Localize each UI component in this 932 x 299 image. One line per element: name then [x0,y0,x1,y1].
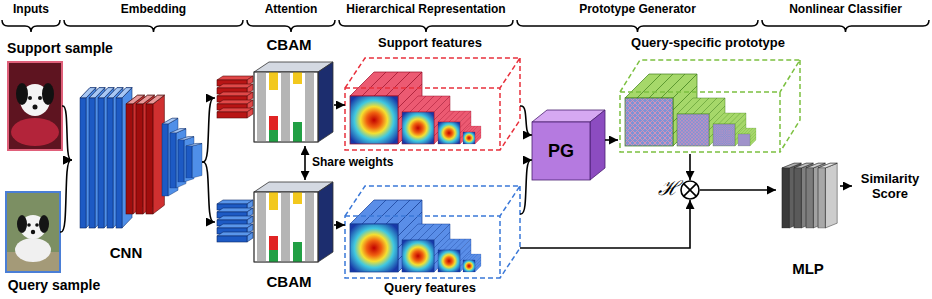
section-header: Nonlinear Classifier [789,3,902,17]
connector [520,106,532,135]
section-header: Attention [265,3,318,17]
photo-dog-nose [33,105,38,110]
mlp-layers [782,163,837,228]
brace [64,20,243,32]
node-label: CBAM [267,36,312,53]
sample-image: Support sample [8,62,62,150]
support-photo [8,62,62,150]
prototype-map [738,128,756,146]
dashed-outline [345,186,520,278]
feature-bar [217,108,253,118]
brace [339,20,513,32]
edge-label: Share weights [310,156,395,170]
photo-dog-body [15,238,51,262]
connector [60,160,72,232]
mlp-layer [818,163,837,228]
connector [334,224,345,226]
prototype-pyramid [625,74,756,146]
connector [202,162,215,222]
dashed-outline [620,60,800,152]
connectors [60,98,852,248]
feature-map [463,126,481,144]
node-label: MLP [792,260,824,277]
operator-circle: ℋ [680,180,700,200]
photo-frame [8,62,62,150]
attention-block: CBAM [215,180,334,266]
node-label: Query features [384,281,476,296]
cnn-block: CNN [72,84,202,236]
connector [700,189,776,191]
brace [762,20,929,32]
brace [517,20,758,32]
pg-cube [532,110,605,180]
node-label: CNN [110,244,143,261]
cube-front [532,122,590,180]
attention-block: CBAM [215,60,334,146]
connector [62,106,72,160]
operator-cross [684,184,697,197]
operator-circle [681,181,699,199]
dashed-outline [345,58,520,150]
node-label: PG [548,141,574,162]
brace [2,20,60,32]
photo-dog-ear [16,83,28,105]
connector [689,154,691,180]
photo-dog-eye [35,223,39,227]
node-label: Support sample [7,40,113,56]
node-label: Query sample [8,277,101,293]
brace [247,20,335,32]
photo-dog-ear [42,83,54,105]
node-label: ℋ [658,177,679,200]
section-braces [2,20,929,32]
node-label: CBAM [267,273,312,290]
connector [202,98,215,162]
cbam-block [254,182,333,262]
photo-dog-ear [39,215,49,233]
generator-box: PG [532,110,605,180]
cbam-block [254,62,333,142]
connector [520,160,532,214]
photo-frame [6,192,60,272]
prototype-pyramid: Query-specific prototype [618,58,802,154]
section-header: Embedding [121,3,186,17]
cnn-layers [80,88,202,228]
node-label: Similarity Score [852,172,928,202]
operator-symbol [680,180,700,200]
cnn-layer [186,143,202,178]
mlp-block: MLP [776,156,840,230]
section-header: Hierarchical Representation [346,3,505,17]
query-pyramid [350,200,481,272]
node-label: Support features [378,36,482,51]
query-photo [6,192,60,272]
cube-side [590,110,605,180]
photo-dog-eye [27,223,31,227]
node-label: Query-specific prototype [631,36,785,51]
cnn-layer [146,95,164,214]
section-header: Prototype Generator [579,3,696,17]
connector [304,146,306,180]
connector [605,139,618,141]
feature-pyramid: Support features [345,56,520,152]
connector [334,104,345,106]
photo-cloth [11,118,59,146]
photo-dog-eye [38,96,42,100]
support-bars [217,76,253,118]
photo-dog-ear [17,215,27,233]
photo-dog-eye [28,96,32,100]
photo-dog-nose [31,230,35,234]
feature-bar [217,232,253,242]
sample-image: Query sample [6,192,60,272]
query-bars [217,200,253,242]
connector [840,185,852,187]
section-header: Inputs [13,3,49,17]
output-label: Similarity Score [852,168,928,206]
feature-pyramid: Query features [345,184,520,280]
feature-map [463,254,481,272]
support-pyramid [350,72,481,144]
connector [520,200,690,248]
